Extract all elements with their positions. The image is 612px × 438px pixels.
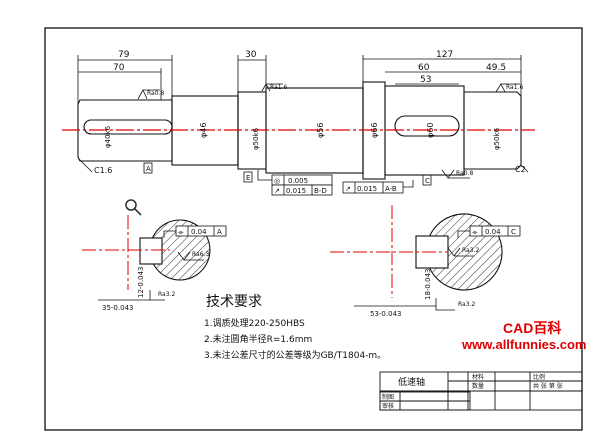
fcf-3-value: 0.015 <box>357 185 377 193</box>
chamfer-right: C2 <box>515 165 526 174</box>
datum-boxes <box>143 162 432 186</box>
drawn-label: 制图 <box>382 393 394 401</box>
requirement-2: 2.未注圆角半径R=1.6mm <box>204 333 312 345</box>
dim-127: 127 <box>436 50 453 60</box>
section-left-depth: 35-0.043 <box>102 304 133 312</box>
fcf-2-symbol: ↗ <box>274 187 280 195</box>
fcf-2-value: 0.015 <box>286 187 306 195</box>
section-right-fcf-ref: C <box>511 228 516 236</box>
scale-label: 比例 <box>533 373 545 381</box>
requirement-1: 1.调质处理220-250HBS <box>204 317 305 329</box>
roughness-left: Ra0.8 <box>147 90 164 97</box>
diameter-50-right: φ50k6 <box>493 127 501 150</box>
datum-c: C <box>425 177 430 185</box>
section-left-roughness: Ra6.3 <box>192 251 209 258</box>
datum-e: E <box>246 174 250 182</box>
section-left-annotations <box>98 225 227 301</box>
chamfer-leader-right <box>520 164 529 173</box>
section-right-annotations <box>354 225 521 311</box>
diameter-50-left: φ50k6 <box>252 127 260 150</box>
roughness-bearing: Ra1.6 <box>270 84 287 91</box>
checked-label: 审核 <box>382 402 394 410</box>
section-left-fcf-ref: A <box>217 228 222 236</box>
section-left-width: 12-0.043 <box>137 267 145 298</box>
dim-53: 53 <box>420 75 431 85</box>
roughness-marks <box>137 83 520 179</box>
dim-60: 60 <box>418 63 430 73</box>
material-label: 材料 <box>472 373 484 381</box>
top-dimensions <box>77 55 522 104</box>
datum-a: A <box>146 165 151 173</box>
watermark-brand: CAD百科 <box>503 320 562 336</box>
section-right-fcf-value: 0.04 <box>485 228 501 236</box>
dim-49-5: 49.5 <box>486 63 506 73</box>
fcf-leaders <box>257 170 414 188</box>
section-left-fcf-symbol: ⌯ <box>178 228 184 236</box>
fcf-3-ref: A-B <box>385 185 397 193</box>
fcf-3-symbol: ↗ <box>345 185 351 193</box>
magnifier-icon[interactable] <box>125 199 142 216</box>
diameter-40: φ40k6 <box>104 125 112 148</box>
diameter-56: φ56 <box>316 123 325 138</box>
part-name: 低速轴 <box>398 376 425 388</box>
drawing-frame <box>44 27 583 431</box>
watermark-url: www.allfunnies.com <box>462 337 587 352</box>
section-left-roughness-bottom: Ra3.2 <box>158 291 175 298</box>
section-right-width: 18-0.043 <box>424 269 432 300</box>
chamfer-leader-left <box>77 157 93 173</box>
diameter-66: φ66 <box>370 123 379 138</box>
roughness-bottom-right: Ra0.8 <box>456 170 473 177</box>
chamfer-left: C1.6 <box>94 166 112 175</box>
section-right-depth: 53-0.043 <box>370 310 401 318</box>
dim-70: 70 <box>113 63 125 73</box>
diameter-60: φ60 <box>426 123 435 138</box>
fcf-2-ref: B-D <box>314 187 327 195</box>
fcf-1-value: 0.005 <box>288 177 308 185</box>
section-right-fcf-symbol: ⌯ <box>472 228 478 236</box>
quantity-label: 数量 <box>472 382 484 390</box>
fcf-1-symbol: ◎ <box>274 177 280 185</box>
title-block <box>379 371 583 411</box>
fcf-frames <box>271 174 404 196</box>
requirement-3: 3.未注公差尺寸的公差等级为GB/T1804-m。 <box>204 349 386 361</box>
roughness-right: Ra1.6 <box>506 84 523 91</box>
section-right-roughness-bottom: Ra3.2 <box>458 301 475 308</box>
section-right-roughness: Ra3.2 <box>462 247 479 254</box>
section-left-fcf-value: 0.04 <box>191 228 207 236</box>
dim-79: 79 <box>118 50 130 60</box>
requirements-title: 技术要求 <box>206 294 262 310</box>
dim-30: 30 <box>245 50 257 60</box>
sheet-label: 共 张 第 张 <box>533 382 563 390</box>
diameter-46: φ46 <box>199 123 208 138</box>
